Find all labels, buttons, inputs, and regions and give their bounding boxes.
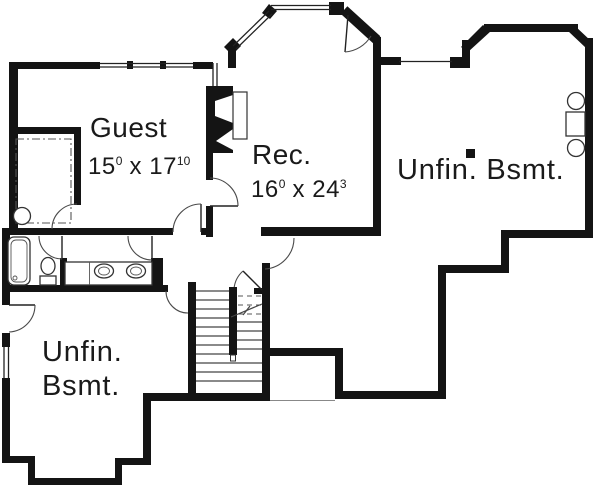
rec-room-dimensions: 160 x 243 (251, 176, 347, 203)
double-sink-vanity (64, 261, 153, 286)
sump-circle (12, 206, 32, 226)
rec-room-label: Rec. (252, 139, 312, 170)
hearth (232, 91, 248, 140)
unfin-right-door (264, 237, 295, 270)
compartment-door (38, 235, 63, 260)
window-mullion (160, 61, 166, 69)
tank-circle (566, 138, 586, 158)
staircase (196, 287, 263, 382)
unfin-bsmt-left-label-line1: Unfin. (42, 336, 123, 368)
bay-window (232, 10, 270, 47)
window-mullion (127, 61, 133, 69)
closet-rod-shelf (15, 138, 72, 224)
guest-door (172, 203, 202, 233)
windows (3, 4, 452, 401)
stair-treads (196, 290, 262, 382)
stair-up-arrow (230, 303, 263, 318)
closet-door (51, 203, 78, 230)
door-swings (8, 14, 372, 333)
unfin-bsmt-right-label: Unfin. Bsmt. (397, 154, 565, 186)
furnace-square (565, 111, 586, 137)
unfin-left-door (165, 290, 189, 314)
fireplace (206, 86, 248, 153)
stair-door (233, 270, 263, 291)
stair-divider (229, 287, 237, 355)
guest-room-label: Guest (90, 112, 168, 143)
utility-fixtures (466, 91, 586, 158)
bay-door (344, 14, 372, 53)
rec-door (209, 177, 239, 207)
exterior-door (8, 304, 36, 333)
bathroom-door (127, 235, 153, 261)
water-heater-circle (566, 91, 586, 111)
walls (2, 2, 593, 485)
support-post (466, 149, 475, 158)
closet (12, 138, 72, 226)
bathroom-fixtures (7, 236, 153, 286)
bathtub (7, 236, 31, 286)
guest-room-dimensions: 150 x 1710 (88, 153, 191, 180)
toilet (39, 256, 57, 286)
unfin-bsmt-left-label-line2: Bsmt. (42, 370, 121, 402)
